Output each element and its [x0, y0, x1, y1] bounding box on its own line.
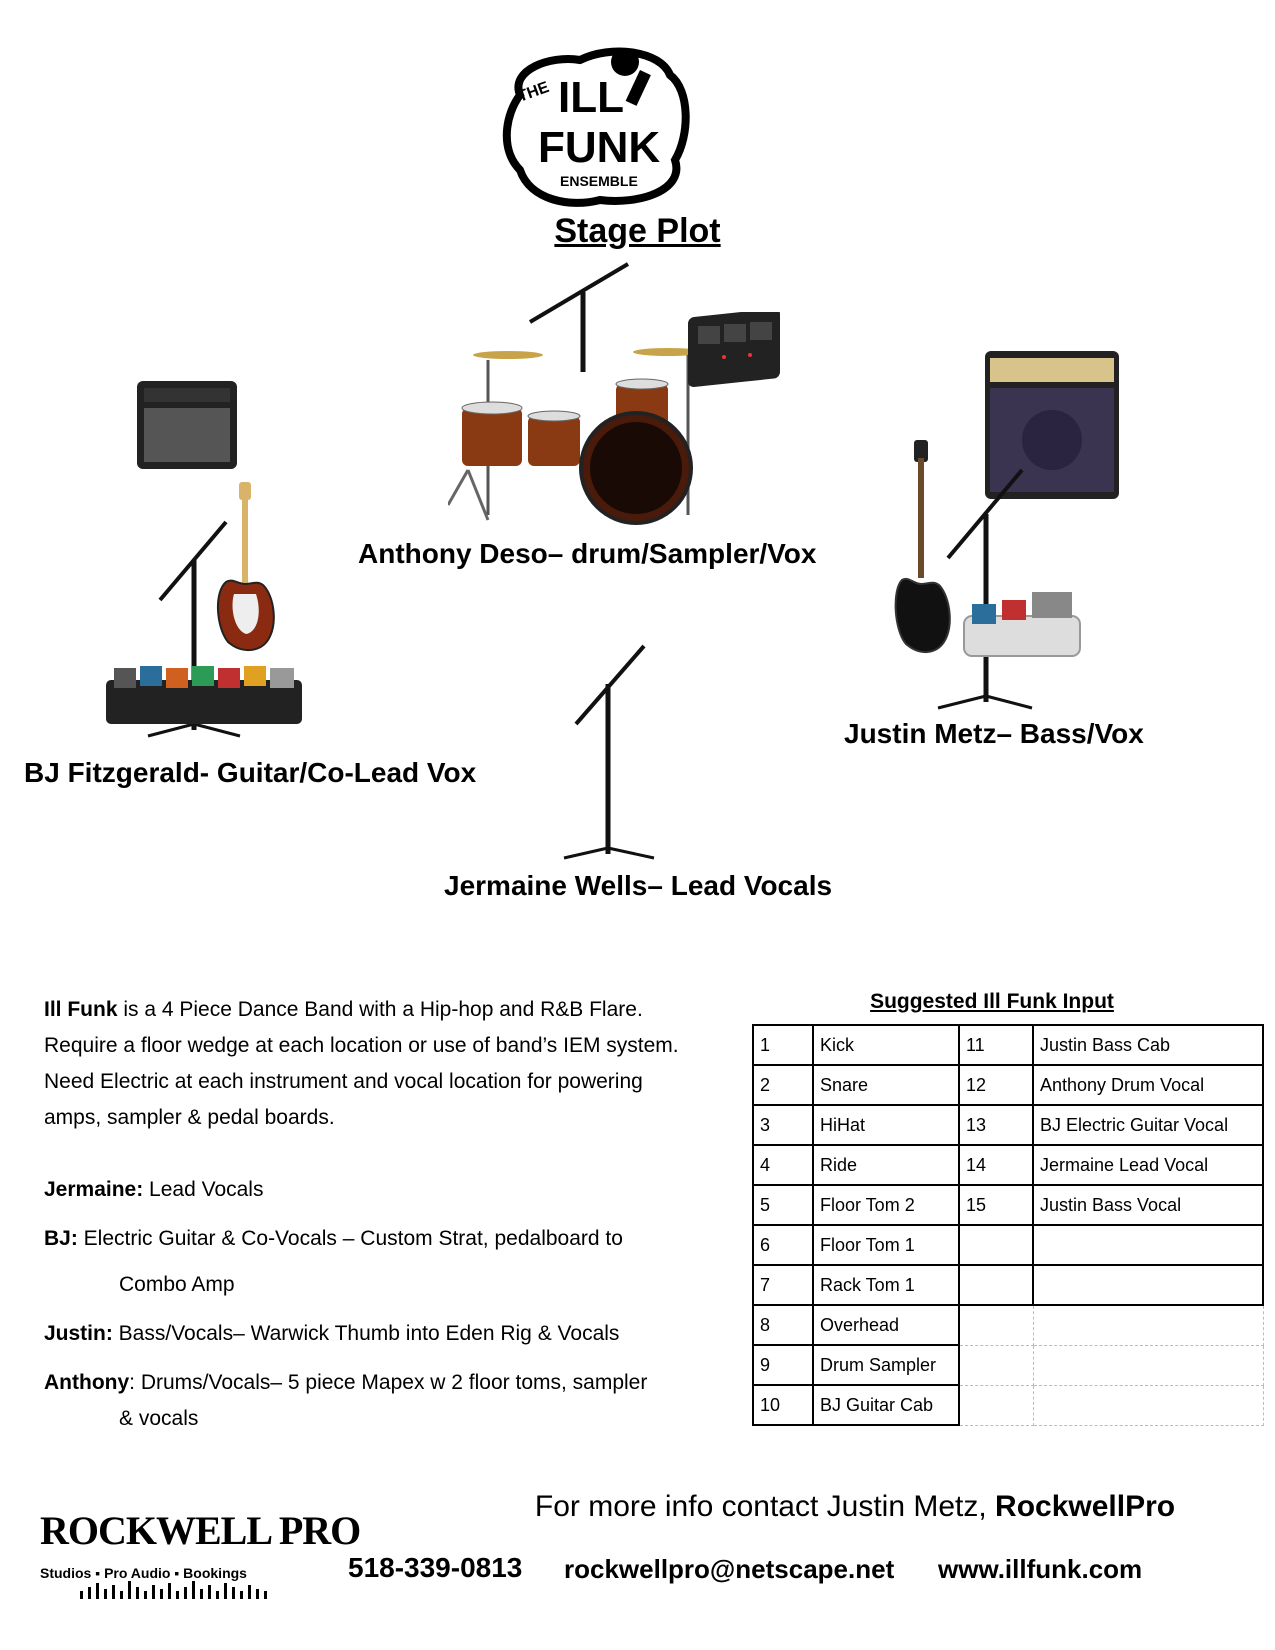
- input-number: 12: [958, 1064, 1034, 1106]
- input-name: [1032, 1344, 1264, 1386]
- bass-amp-icon: [985, 351, 1119, 499]
- input-number: 4: [752, 1144, 814, 1186]
- input-number: 11: [958, 1024, 1034, 1066]
- input-name: BJ Electric Guitar Vocal: [1032, 1104, 1264, 1146]
- contact-phone: 518-339-0813: [348, 1552, 523, 1583]
- input-number: 9: [752, 1344, 814, 1386]
- input-name: [1032, 1304, 1264, 1346]
- input-name: Jermaine Lead Vocal: [1032, 1144, 1264, 1186]
- input-name: Justin Bass Cab: [1032, 1024, 1264, 1066]
- member-justin: Justin: Bass/Vocals– Warwick Thumb into …: [44, 1322, 620, 1345]
- rockwellpro-tagline: Studios ▪ Pro Audio ▪ Bookings: [40, 1565, 247, 1581]
- input-number: 6: [752, 1224, 814, 1266]
- band-name: Ill Funk: [44, 998, 118, 1021]
- pedalboard-icon: [106, 666, 302, 724]
- drum-kit-icon: [448, 348, 703, 525]
- bass-position-label: Justin Metz– Bass/Vox: [844, 718, 1144, 749]
- drums-position-label: Anthony Deso– drum/Sampler/Vox: [358, 538, 817, 569]
- input-name: Floor Tom 1: [812, 1224, 960, 1266]
- contact-email[interactable]: rockwellpro@netscape.net: [564, 1554, 895, 1584]
- bass-guitar-icon: [894, 440, 951, 653]
- electric-guitar-icon: [216, 482, 275, 651]
- logo-funk: FUNK: [538, 123, 660, 172]
- input-number: 3: [752, 1104, 814, 1146]
- contact-company: RockwellPro: [995, 1490, 1176, 1523]
- member-list: Jermaine: Lead Vocals BJ: Electric Guita…: [44, 1172, 744, 1450]
- input-name: Kick: [812, 1024, 960, 1066]
- input-name: [1032, 1264, 1264, 1306]
- band-description: Ill Funk is a 4 Piece Dance Band with a …: [44, 998, 679, 1129]
- input-name: [1032, 1384, 1264, 1426]
- input-number: 13: [958, 1104, 1034, 1146]
- input-number: [958, 1384, 1034, 1426]
- input-number: 5: [752, 1184, 814, 1226]
- member-bj: BJ: Electric Guitar & Co-Vocals – Custom…: [44, 1227, 623, 1296]
- guitar-position-label: BJ Fitzgerald- Guitar/Co-Lead Vox: [24, 757, 477, 788]
- input-number: 8: [752, 1304, 814, 1346]
- band-logo: THE ILL FUNK ENSEMBLE: [490, 40, 695, 210]
- contact-line: For more info contact Justin Metz, Rockw…: [534, 1490, 1176, 1523]
- input-name: Floor Tom 2: [812, 1184, 960, 1226]
- page-title: Stage Plot: [554, 212, 721, 250]
- logo-ensemble: ENSEMBLE: [560, 173, 638, 189]
- input-number: [958, 1224, 1034, 1266]
- input-number: [958, 1264, 1034, 1306]
- input-name: Justin Bass Vocal: [1032, 1184, 1264, 1226]
- input-name: Snare: [812, 1064, 960, 1106]
- input-name: Overhead: [812, 1304, 960, 1346]
- input-number: 1: [752, 1024, 814, 1066]
- member-anthony: Anthony: Drums/Vocals– 5 piece Mapex w 2…: [44, 1371, 648, 1430]
- guitar-amp-icon: [137, 381, 237, 469]
- mic-stand-icon: [528, 262, 630, 372]
- input-name: [1032, 1224, 1264, 1266]
- sampler-pad-icon: [688, 312, 780, 387]
- rockwellpro-logo-text: ROCKWELL PRO: [40, 1508, 361, 1553]
- soundwave-icon: [80, 1581, 267, 1599]
- input-name: BJ Guitar Cab: [812, 1384, 960, 1426]
- rockwellpro-logo: ROCKWELL PRO Studios ▪ Pro Audio ▪ Booki…: [40, 1495, 361, 1605]
- input-number: 7: [752, 1264, 814, 1306]
- input-name: HiHat: [812, 1104, 960, 1146]
- mic-stand-icon: [563, 644, 655, 860]
- input-number: [958, 1304, 1034, 1346]
- vocal-position-label: Jermaine Wells– Lead Vocals: [444, 870, 833, 901]
- input-name: Rack Tom 1: [812, 1264, 960, 1306]
- member-jermaine: Jermaine: Lead Vocals: [44, 1178, 264, 1201]
- input-list-title: Suggested Ill Funk Input: [870, 990, 1114, 1013]
- input-name: Anthony Drum Vocal: [1032, 1064, 1264, 1106]
- input-number: 15: [958, 1184, 1034, 1226]
- pedalboard-icon: [963, 592, 1081, 657]
- input-number: 2: [752, 1064, 814, 1106]
- input-number: 14: [958, 1144, 1034, 1186]
- input-number: [958, 1344, 1034, 1386]
- logo-ill: ILL: [558, 73, 624, 122]
- input-number: 10: [752, 1384, 814, 1426]
- contact-website[interactable]: www.illfunk.com: [938, 1554, 1143, 1584]
- input-name: Drum Sampler: [812, 1344, 960, 1386]
- input-name: Ride: [812, 1144, 960, 1186]
